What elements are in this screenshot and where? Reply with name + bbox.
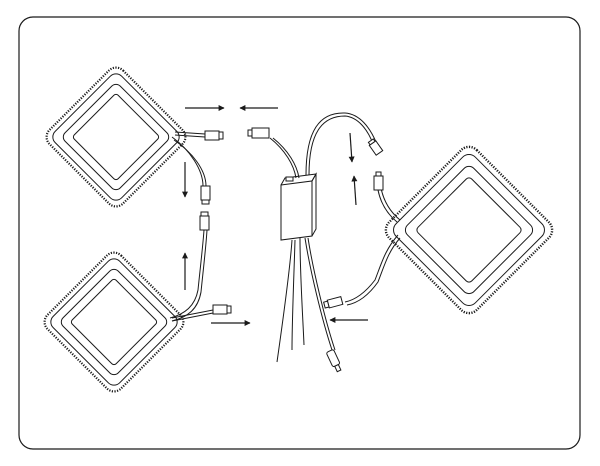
arrow-down-right	[348, 132, 355, 163]
connector-c-lower	[323, 295, 344, 309]
panel-a-cables	[171, 131, 207, 187]
driver-output-cable	[269, 137, 300, 179]
driver-cable-upper-right	[305, 112, 377, 176]
connector-driver-upper	[367, 138, 384, 156]
connector-b-vertical	[199, 211, 210, 231]
panel-c-cables	[344, 187, 401, 306]
connector-driver-left	[247, 127, 270, 139]
mains-plug	[326, 349, 342, 373]
connector-c-upper	[373, 171, 384, 191]
panel-light-bottom-left	[43, 251, 185, 393]
arrow-up-right	[351, 175, 358, 206]
panel-light-top-left	[45, 66, 187, 208]
driver-input-cables	[276, 237, 336, 363]
led-driver-box	[280, 172, 317, 241]
connector-b-horizontal	[212, 304, 232, 315]
diagram-border	[18, 16, 581, 450]
connector-a-horizontal	[204, 130, 224, 141]
panel-light-right	[384, 145, 554, 315]
panel-b-cables	[169, 229, 214, 322]
connector-a-vertical	[200, 185, 211, 205]
